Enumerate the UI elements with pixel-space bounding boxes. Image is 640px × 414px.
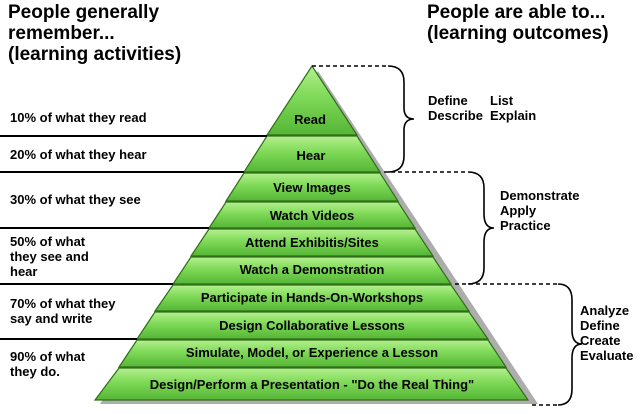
retention-label-hear-line-1: 20% of what they hear: [10, 147, 147, 162]
outcome-group-1: Define List Describe Explain: [428, 93, 536, 123]
retention-label-see-hear-line-1: 50% of what: [10, 234, 86, 249]
pyramid-band-3: [224, 172, 400, 202]
bracket-2: [467, 171, 495, 285]
layer-label-read: Read: [294, 112, 326, 127]
right-heading-line-2: (learning outcomes): [427, 23, 609, 44]
pyramid-band-5: [189, 228, 435, 257]
outcome-define: Define: [428, 93, 468, 108]
retention-label-say-write-line-1: 70% of what they: [10, 296, 116, 311]
layer-label-hands-on-workshops: Participate in Hands-On-Workshops: [201, 290, 423, 305]
retention-label-do-line-1: 90% of what: [10, 349, 86, 364]
outcome-create: Create: [580, 333, 621, 348]
retention-label-say-write: 70% of what they say and write: [10, 296, 115, 326]
layer-label-view-images: View Images: [273, 180, 351, 195]
layer-label-watch-videos: Watch Videos: [270, 208, 355, 223]
outcome-explain: Explain: [490, 108, 537, 123]
layer-label-attend-exhibits: Attend Exhibitis/Sites: [245, 235, 379, 250]
pyramid-band-7: [153, 284, 471, 312]
layer-label-simulate: Simulate, Model, or Experience a Lesson: [186, 345, 438, 360]
outcome-apply: Apply: [500, 203, 537, 218]
outcome-describe: Describe: [428, 108, 483, 123]
pyramid-band-6: [171, 256, 453, 285]
left-heading-line-3: (learning activities): [8, 44, 182, 65]
outcome-list: List: [490, 93, 514, 108]
retention-label-do-line-2: they do.: [10, 364, 60, 379]
layer-label-real-thing: Design/Perform a Presentation - "Do the …: [150, 377, 474, 392]
left-heading-line-2: remember...: [8, 23, 115, 44]
retention-label-hear: 20% of what they hear: [10, 147, 147, 162]
retention-label-see: 30% of what they see: [10, 192, 141, 207]
pyramid-band-4: [207, 201, 417, 229]
retention-label-read: 10% of what they read: [10, 110, 147, 125]
retention-label-see-hear-line-3: hear: [10, 264, 38, 279]
retention-label-say-write-line-2: say and write: [10, 311, 93, 326]
pyramid-band-1: [265, 64, 359, 136]
retention-label-see-hear: 50% of what they see and hear: [10, 234, 89, 279]
outcome-demonstrate: Demonstrate: [500, 188, 580, 203]
outcome-brackets: [387, 65, 583, 406]
outcome-define-2: Define: [580, 318, 620, 333]
bracket-3: [557, 283, 583, 406]
outcome-group-1-line-2: Describe Explain: [428, 108, 536, 123]
left-divider-lines: [0, 135, 267, 340]
pyramid-bands: [93, 64, 530, 401]
pyramid-band-8: [135, 311, 490, 340]
retention-label-do: 90% of what they do.: [10, 349, 85, 379]
pyramid-labels: Read Hear View Images Watch Videos Atten…: [150, 112, 474, 392]
outcome-analyze: Analyze: [580, 303, 630, 318]
bracket-1: [387, 65, 415, 173]
right-heading: People are able to... (learning outcomes…: [427, 2, 609, 44]
pyramid-band-9: [117, 339, 508, 368]
layer-label-hear: Hear: [297, 148, 326, 163]
pyramid-band-2: [242, 135, 382, 173]
outcome-evaluate: Evaluate: [580, 348, 634, 363]
outcome-group-2: Demonstrate Apply Practice: [500, 188, 579, 233]
outcome-practice: Practice: [500, 218, 551, 233]
pyramid-band-10: [93, 367, 530, 401]
right-heading-line-1: People are able to...: [427, 2, 606, 23]
outcome-group-3: Analyze Define Create Evaluate: [580, 303, 633, 363]
retention-label-see-line-1: 30% of what they see: [10, 192, 141, 207]
layer-label-collaborative-lessons: Design Collaborative Lessons: [219, 318, 405, 333]
left-heading: People generally remember... (learning a…: [8, 2, 181, 65]
retention-label-see-hear-line-2: they see and: [10, 249, 89, 264]
outcome-group-1-line-1: Define List: [428, 93, 536, 108]
layer-label-watch-demonstration: Watch a Demonstration: [240, 262, 385, 277]
left-heading-line-1: People generally: [8, 2, 160, 23]
retention-label-read-line-1: 10% of what they read: [10, 110, 147, 125]
